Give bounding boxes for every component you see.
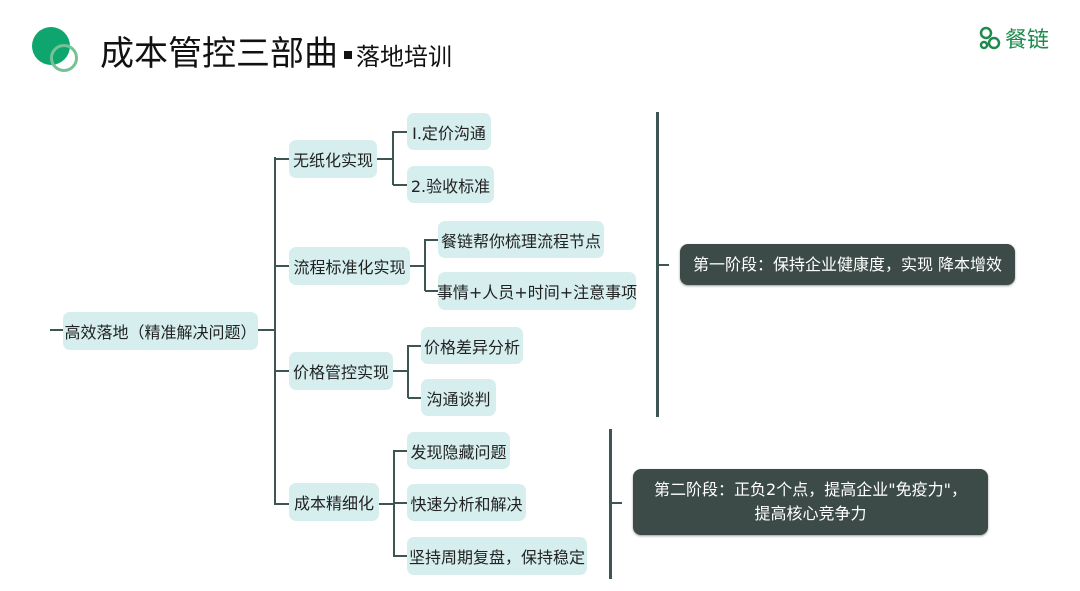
stage2-bracket [609, 429, 612, 579]
leaf-node: 沟通谈判 [421, 379, 496, 416]
branch-node: 价格管控实现 [289, 352, 393, 390]
root-node: 高效落地（精准解决问题） [63, 312, 258, 350]
leaf-node: 餐链帮你梳理流程节点 [438, 221, 604, 258]
stage1-box: 第一阶段：保持企业健康度，实现 降本增效 [680, 244, 1015, 285]
brand-logo: 餐链 [978, 22, 1049, 54]
leaf-node: I.定价沟通 [407, 113, 491, 150]
leaf-node: 2.验收标准 [407, 166, 494, 203]
branch-node: 无纸化实现 [289, 140, 377, 178]
page-title: 成本管控三部曲落地培训 [100, 34, 452, 74]
branch-node: 流程标准化实现 [289, 247, 410, 285]
leaf-node: 发现隐藏问题 [407, 432, 510, 469]
leaf-node: 价格差异分析 [421, 327, 523, 364]
branch-node: 成本精细化 [289, 483, 379, 521]
chain-icon [979, 26, 1001, 50]
leaf-node: 事情+人员+时间+注意事项 [437, 272, 637, 310]
leaf-node: 坚持周期复盘，保持稳定 [407, 537, 587, 575]
leaf-node: 快速分析和解决 [407, 484, 526, 521]
stage2-box: 第二阶段：正负2个点，提高企业"免疫力"，提高核心竞争力 [633, 469, 988, 535]
